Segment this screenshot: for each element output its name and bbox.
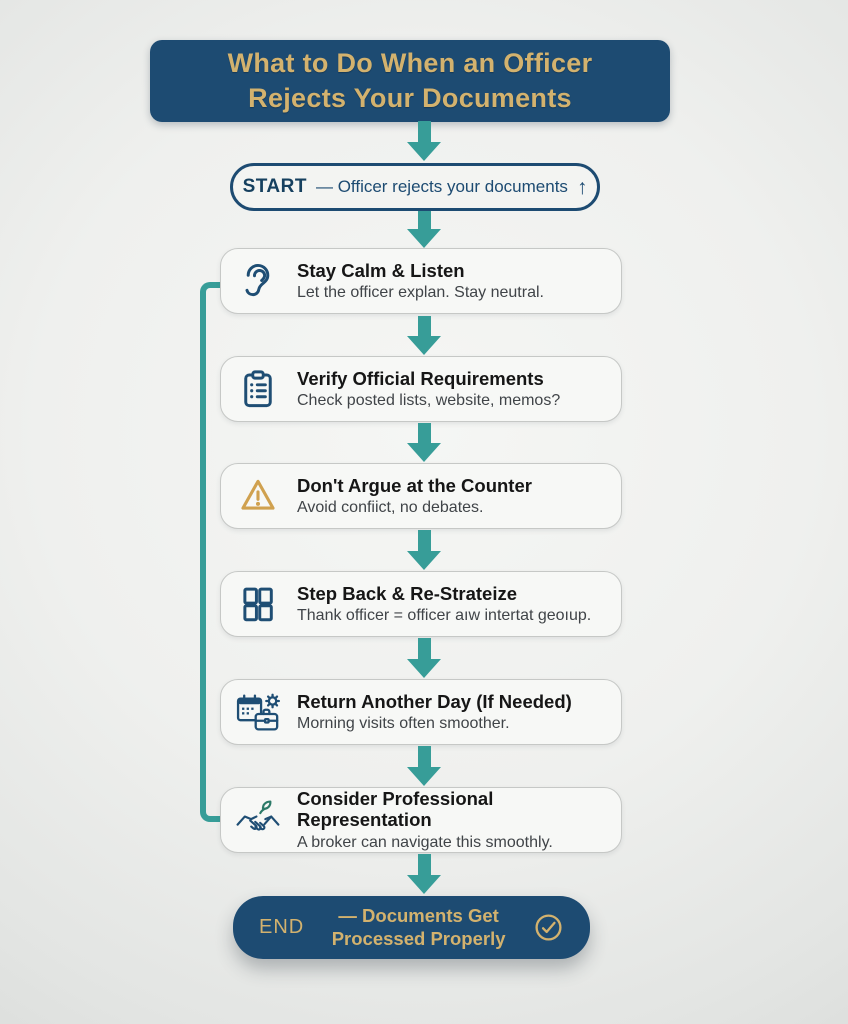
start-text: — Officer rejects your documents xyxy=(315,177,568,196)
flow-arrow-down-1 xyxy=(407,121,441,161)
step-card-dont-argue: Don't Argue at the Counter Avoid confiic… xyxy=(220,463,622,529)
flow-arrow-down-6 xyxy=(407,638,441,678)
check-circle-icon xyxy=(533,912,564,943)
step-title: Consider Professional Representation xyxy=(297,788,494,831)
arrow-up-icon: ↑ xyxy=(576,175,588,199)
step-subtitle: Check posted lists, website, memos? xyxy=(297,392,561,410)
step-title: Verify Official Requirements xyxy=(297,367,544,389)
start-label: START xyxy=(242,176,307,197)
calendar-sun-briefcase-icon xyxy=(235,689,281,735)
end-text-line1: — Documents Get xyxy=(338,905,499,927)
step-card-step-back: Step Back & Re-Strateize Thank officer =… xyxy=(220,571,622,637)
flow-arrow-down-8 xyxy=(407,854,441,894)
step-title: Stay Calm & Listen xyxy=(297,259,465,281)
ear-icon xyxy=(235,258,281,304)
flow-arrow-down-3 xyxy=(407,316,441,355)
step-title: Return Another Day (If Needed) xyxy=(297,690,572,712)
handshake-leaf-icon xyxy=(235,797,281,843)
end-text: — Documents Get Processed Properly xyxy=(332,905,506,949)
end-node: END — Documents Get Processed Properly xyxy=(233,896,590,959)
step-card-professional-representation: Consider Professional Representation A b… xyxy=(220,787,622,853)
step-subtitle: A broker can navigate this smoothly. xyxy=(297,833,553,851)
step-subtitle: Morning visits often smoother. xyxy=(297,715,510,733)
warning-triangle-icon xyxy=(235,473,281,519)
step-title: Step Back & Re-Strateize xyxy=(297,582,518,604)
loop-connector-line xyxy=(200,282,224,822)
step-subtitle: Let the officer explan. Stay neutral. xyxy=(297,284,544,302)
flow-arrow-down-5 xyxy=(407,530,441,570)
title-banner: What to Do When an Officer Rejects Your … xyxy=(150,40,670,122)
page-title-line1: What to Do When an Officer xyxy=(227,47,593,78)
start-node: START — Officer rejects your documents ↑ xyxy=(230,163,600,211)
end-label: END xyxy=(259,916,305,938)
step-subtitle: Avoid confiict, no debates. xyxy=(297,499,484,517)
flow-arrow-down-2 xyxy=(407,211,441,248)
step-card-verify-requirements: Verify Official Requirements Check poste… xyxy=(220,356,622,422)
step-subtitle: Thank officer = officer aıw intertat geo… xyxy=(297,607,592,625)
step-card-return-another-day: Return Another Day (If Needed) Morning v… xyxy=(220,679,622,745)
grid-icon xyxy=(235,581,281,627)
end-text-line2: Processed Properly xyxy=(331,927,506,949)
clipboard-icon xyxy=(235,366,281,412)
flow-arrow-down-4 xyxy=(407,423,441,462)
step-card-stay-calm: Stay Calm & Listen Let the officer expla… xyxy=(220,248,622,314)
flow-arrow-down-7 xyxy=(407,746,441,786)
page-title-line2: Rejects Your Documents xyxy=(248,83,572,113)
step-title: Don't Argue at the Counter xyxy=(297,474,532,496)
